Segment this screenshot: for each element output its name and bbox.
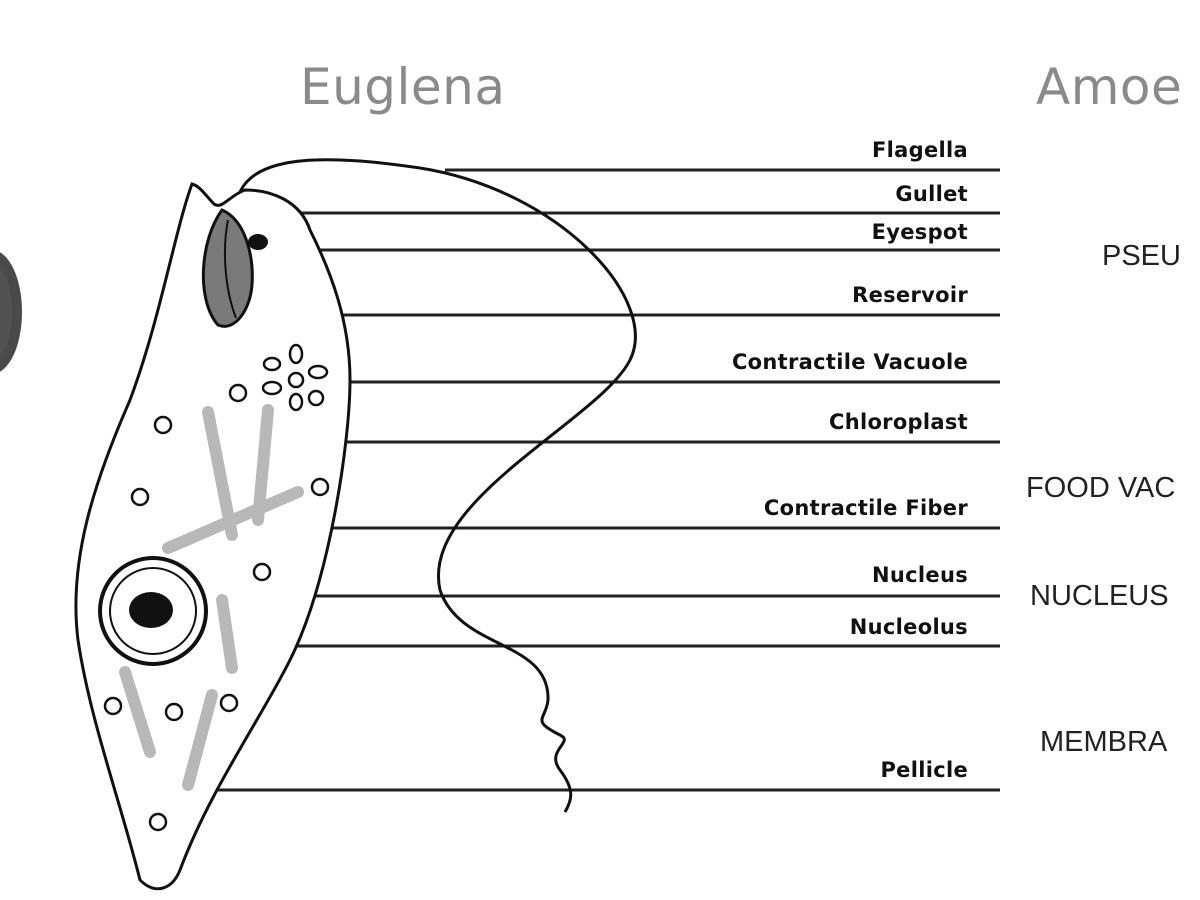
label-nucleolus: Nucleolus [849, 615, 968, 639]
amoeba-label-pseudopod: PSEU [1102, 240, 1181, 272]
label-eyespot: Eyespot [871, 220, 968, 244]
label-contractile-fiber: Contractile Fiber [763, 496, 968, 520]
gullet [223, 219, 237, 319]
label-gullet: Gullet [895, 182, 968, 206]
reservoir [201, 208, 254, 328]
amoeba-label-food-vacuole: FOOD VAC [1026, 472, 1176, 504]
leader-lines [185, 168, 1000, 792]
nucleus-inner-ring [109, 567, 197, 655]
paramylon-granules [103, 383, 330, 832]
label-contractile-vacuole: Contractile Vacuole [731, 350, 968, 374]
eyespot [248, 234, 268, 250]
label-chloroplast: Chloroplast [828, 410, 968, 434]
amoeba-label-nucleus: NUCLEUS [1030, 580, 1169, 612]
label-reservoir: Reservoir [852, 283, 968, 307]
euglena-title: Euglena [300, 58, 506, 116]
amoeba-label-membrane: MEMBRA [1040, 726, 1168, 758]
contractile-vacuole [261, 343, 329, 412]
nucleolus [129, 592, 173, 628]
label-pellicle: Pellicle [880, 758, 968, 782]
label-nucleus: Nucleus [872, 563, 968, 587]
label-flagella: Flagella [872, 138, 968, 162]
amoeba-title: Amoe [1036, 58, 1183, 116]
flagellum [234, 158, 637, 813]
euglena-body [74, 182, 352, 891]
chloroplast-bands [119, 404, 304, 791]
